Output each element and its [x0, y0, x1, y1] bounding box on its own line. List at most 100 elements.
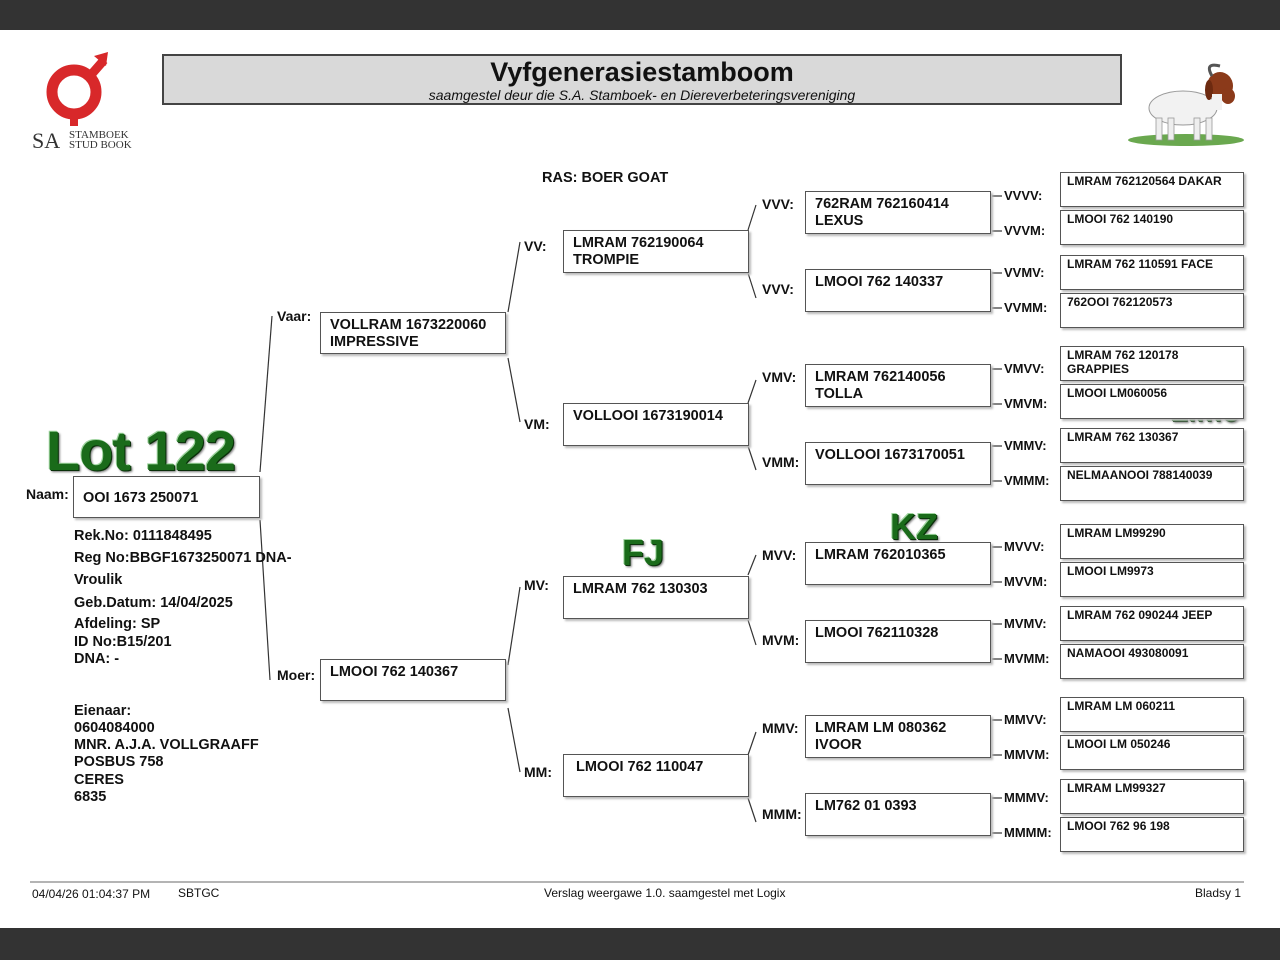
vmv-line: TOLLA	[815, 386, 864, 402]
stud-book-symbol-icon	[46, 52, 108, 126]
vvv-line: 762RAM 762160414	[815, 196, 949, 212]
moer-label: Moer:	[277, 667, 316, 683]
vmm-line: VOLLOOI 1673170051	[815, 447, 965, 463]
owner-label: Eienaar:	[74, 703, 132, 719]
g5-label: MVMV:	[1004, 616, 1047, 631]
g5-box: LMRAM 762 120178 GRAPPIES	[1060, 346, 1244, 381]
pedigree-page: SA STAMBOEK STUD BOOK Vyfgenerasiestambo…	[0, 30, 1280, 928]
animal-name: OOI 1673 250071	[83, 490, 199, 506]
logo-letters: SA	[32, 128, 61, 153]
mvm-label: MVM:	[762, 632, 800, 648]
vmm-label: VMM:	[762, 454, 800, 470]
logo-line-1: STAMBOEK	[69, 129, 129, 141]
owner-line: MNR. A.J.A. VOLLGRAAFF	[74, 737, 259, 753]
breed-label: RAS: BOER GOAT	[542, 170, 669, 186]
mm-label: MM:	[524, 764, 552, 780]
vvm-line: LMOOI 762 140337	[815, 274, 944, 290]
g5-label: MMMV:	[1004, 790, 1049, 805]
g5-label: MMVV:	[1004, 712, 1047, 727]
g5-line: LMRAM LM 060211	[1067, 699, 1176, 713]
id-no: ID No:B15/201	[74, 634, 172, 650]
vvv-line: LEXUS	[815, 213, 864, 229]
g5-line: LMRAM 762 120178	[1067, 348, 1179, 362]
g5-line: LMRAM LM99290	[1067, 526, 1166, 540]
dna: DNA: -	[74, 651, 120, 667]
g5-box: LMRAM 762120564 DAKAR	[1060, 172, 1244, 207]
mvv-label: MVV:	[762, 547, 797, 563]
g5-label: VMMM:	[1004, 473, 1050, 488]
mvv-box: LMRAM 762010365	[805, 542, 991, 585]
g5-box: LMOOI LM060056	[1060, 384, 1244, 419]
logo-line-2: STUD BOOK	[69, 139, 132, 151]
vaar-line: IMPRESSIVE	[330, 334, 419, 350]
g5-box: LMRAM LM99327	[1060, 779, 1244, 814]
g5-box: LMRAM 762 110591 FACE	[1060, 255, 1244, 290]
mvv-line: LMRAM 762010365	[815, 547, 946, 563]
vm-label: VM:	[524, 416, 550, 432]
mv-label: MV:	[524, 577, 549, 593]
g5-line: GRAPPIES	[1067, 362, 1130, 376]
fj-overlay: FJ	[622, 532, 665, 573]
g5-box: NAMAOOI 493080091	[1060, 644, 1244, 679]
vmv-label: VMV:	[762, 369, 797, 385]
g5-label: VVVM:	[1004, 223, 1046, 238]
footer-page: Bladsy 1	[1195, 886, 1242, 900]
owner-line: 6835	[74, 789, 107, 805]
vvm-box: LMOOI 762 140337	[805, 269, 991, 312]
mmm-label: MMM:	[762, 806, 802, 822]
g5-label: MVMM:	[1004, 651, 1050, 666]
lot-number-overlay: Lot 122	[46, 419, 236, 482]
stud-book-logo: SA STAMBOEK STUD BOOK	[28, 48, 138, 158]
vv-box: LMRAM 762190064 TROMPIE	[563, 230, 749, 273]
pedigree-connector-lines	[30, 195, 1244, 883]
mm-box: LMOOI 762 110047	[563, 754, 749, 797]
vmv-line: LMRAM 762140056	[815, 369, 946, 385]
g5-line: 762OOI 762120573	[1067, 295, 1173, 309]
rek-no: Rek.No: 0111848495	[74, 528, 212, 544]
vm-line: VOLLOOI 1673190014	[573, 408, 723, 424]
g5-box: LMRAM LM99290	[1060, 524, 1244, 559]
boer-goat-illustration	[1128, 60, 1248, 146]
g5-box: LMOOI LM9973	[1060, 562, 1244, 597]
g5-box: LMRAM 762 090244 JEEP	[1060, 606, 1244, 641]
g5-line: LMOOI 762 96 198	[1067, 819, 1170, 833]
g5-label: VMVM:	[1004, 396, 1048, 411]
title-bar: Vyfgenerasiestamboom saamgestel deur die…	[162, 54, 1122, 105]
g5-label: MVVV:	[1004, 539, 1045, 554]
animal-name-box: OOI 1673 250071	[73, 476, 260, 518]
vmv-box: LMRAM 762140056 TOLLA	[805, 364, 991, 407]
name-label: Naam:	[26, 486, 69, 502]
moer-line: LMOOI 762 140367	[330, 664, 459, 680]
g5-line: LMOOI LM9973	[1067, 564, 1154, 578]
mv-box: LMRAM 762 130303	[563, 576, 749, 619]
g5-label: VVVV:	[1004, 188, 1043, 203]
g5-line: LMRAM LM99327	[1067, 781, 1166, 795]
footer-code: SBTGC	[178, 886, 220, 900]
sex: Vroulik	[74, 572, 123, 588]
g5-line: LMOOI LM 050246	[1067, 737, 1171, 751]
footer-datetime: 04/04/26 01:04:37 PM	[32, 887, 151, 901]
g5-line: LMOOI LM060056	[1067, 386, 1168, 400]
g5-line: NAMAOOI 493080091	[1067, 646, 1189, 660]
mmv-label: MMV:	[762, 720, 799, 736]
vm-box: VOLLOOI 1673190014	[563, 403, 749, 446]
mmm-line: LM762 01 0393	[815, 798, 917, 814]
g5-label: MMVM:	[1004, 747, 1050, 762]
mvm-line: LMOOI 762110328	[815, 625, 939, 641]
g5-line: LMRAM 762 090244 JEEP	[1067, 608, 1213, 622]
g5-box: 762OOI 762120573	[1060, 293, 1244, 328]
mmv-box: LMRAM LM 080362 IVOOR	[805, 715, 991, 758]
vvv-label: VVV:	[762, 196, 794, 212]
vv-line: LMRAM 762190064	[573, 235, 704, 251]
page-subtitle: saamgestel deur die S.A. Stamboek- en Di…	[428, 87, 856, 103]
vaar-label: Vaar:	[277, 308, 312, 324]
g5-line: NELMAANOOI 788140039	[1067, 468, 1213, 482]
g5-label: VMMV:	[1004, 438, 1047, 453]
vaar-line: VOLLRAM 1673220060	[330, 317, 487, 333]
g5-line: LMRAM 762 110591 FACE	[1067, 257, 1214, 271]
g5-line: LMOOI 762 140190	[1067, 212, 1174, 226]
vv-line: TROMPIE	[573, 252, 640, 268]
reg-no: Reg No:BBGF1673250071 DNA-	[74, 550, 292, 566]
g5-box: LMRAM LM 060211	[1060, 697, 1244, 732]
mmv-line: IVOOR	[815, 737, 862, 753]
